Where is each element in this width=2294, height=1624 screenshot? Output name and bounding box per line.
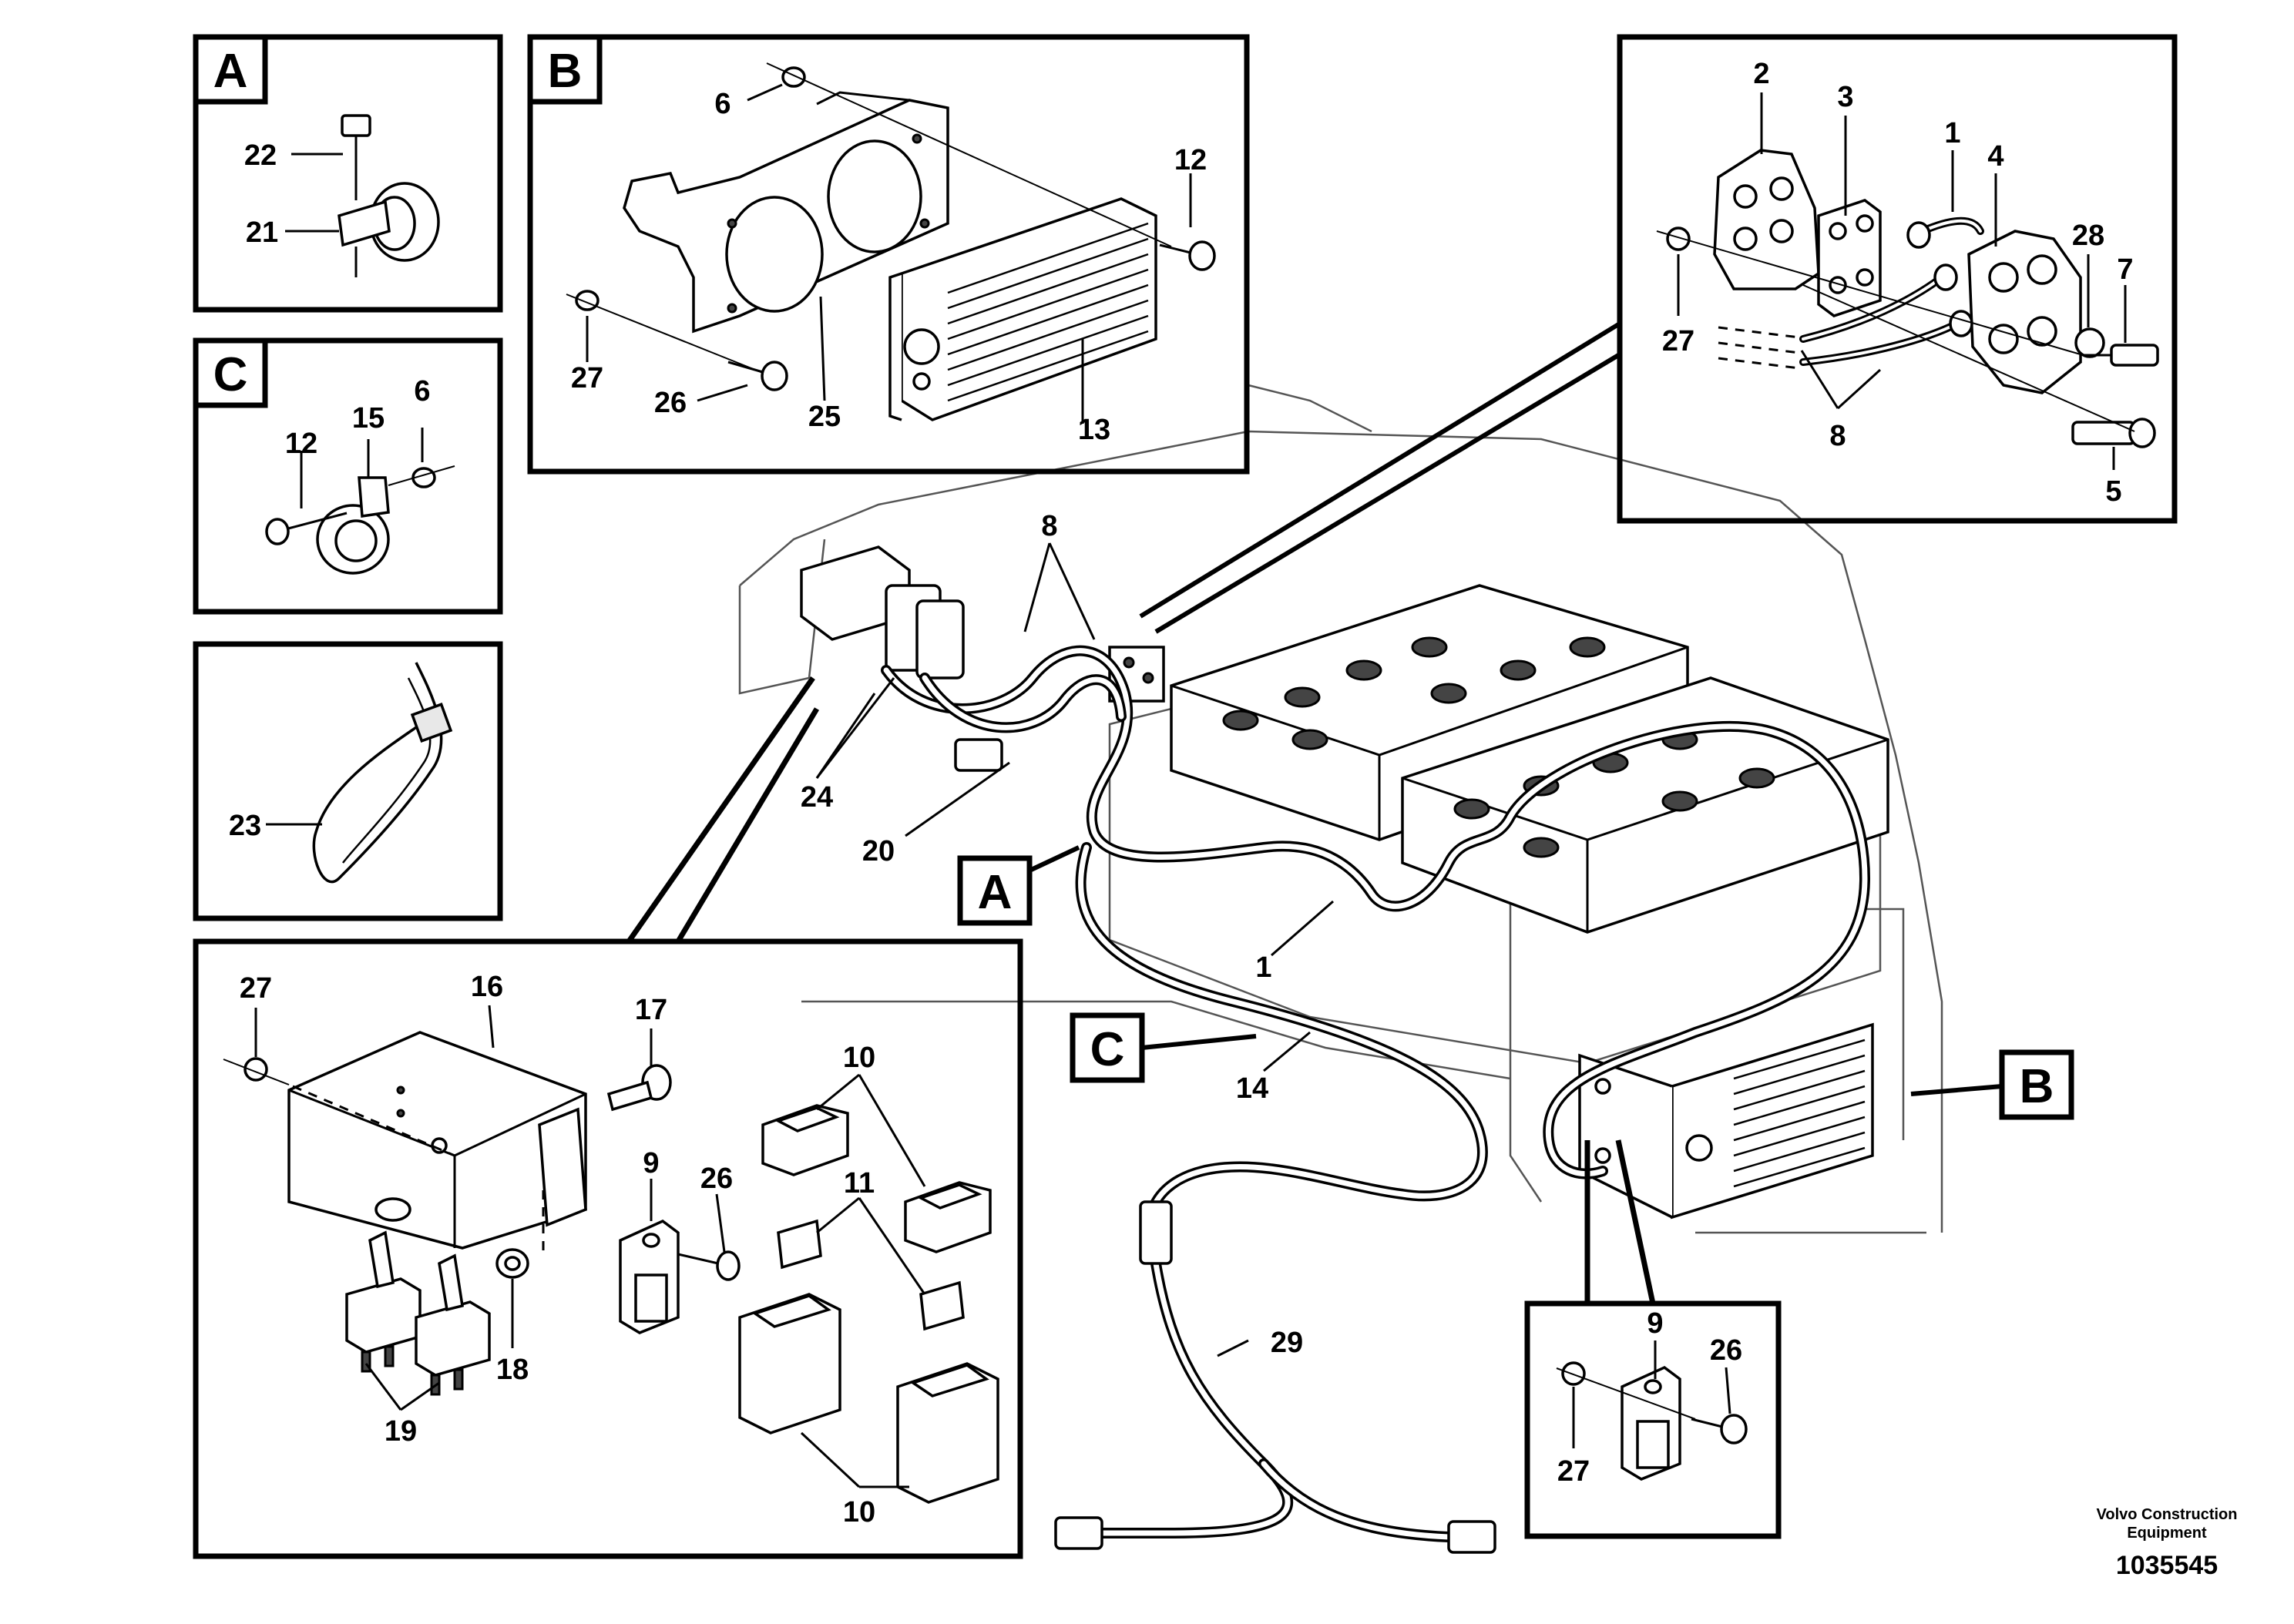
callout-15: 15 [352,402,385,435]
view-box-b [527,34,1250,475]
screw-12-b [1159,240,1216,271]
callout-9-panel: 9 [643,1147,659,1179]
cable-tie-23 [312,662,453,884]
callout-8-main: 8 [1041,510,1057,542]
view-label-b: B [548,45,583,98]
callout-25: 25 [808,401,841,433]
callout-10-top: 10 [843,1042,875,1074]
view-label-a: A [213,45,248,98]
block-4 [1967,230,2082,394]
clamp-15 [316,476,390,575]
machine-body [738,384,1943,1234]
housing-16 [287,1031,587,1256]
view-box-a [193,34,503,313]
callout-26-b: 26 [654,387,687,419]
plate-2 [1713,149,1820,290]
switches-19 [345,1230,491,1396]
washer-27-detail [1666,226,1691,251]
callout-27-detail: 27 [1662,325,1694,357]
callout-14: 14 [1236,1072,1268,1105]
view-box-cable-tie [193,641,503,921]
relays-10-top [761,1104,992,1253]
callout-7: 7 [2117,253,2133,286]
callout-2: 2 [1753,58,1769,90]
washer-27-b [566,290,764,374]
callout-21: 21 [246,216,278,249]
callout-26-panel: 26 [700,1163,733,1195]
plate-3 [1817,199,1882,317]
company-line-2: Equipment [2127,1525,2207,1542]
callout-1-main: 1 [1255,951,1271,984]
component-13 [888,197,1157,421]
callout-22: 22 [244,139,277,172]
screw-22 [341,114,371,277]
washer-27-clip [1556,1361,1696,1420]
cable-harness [881,645,1870,1542]
callout-12-b: 12 [1174,144,1207,176]
callout-5: 5 [2105,475,2121,508]
callout-8-detail: 8 [1829,420,1846,452]
view-label-b-main: B [2020,1060,2054,1113]
clip-9-panel [619,1219,680,1334]
callout-4: 4 [1987,140,2003,173]
callout-19: 19 [385,1415,417,1448]
callout-12-c: 12 [285,428,317,460]
callout-26-clip: 26 [1710,1334,1742,1367]
callout-1-detail: 1 [1944,117,1960,149]
view-box-c [193,337,503,615]
clamp-21 [338,182,440,262]
screw-12-c [265,512,348,545]
callout-3: 3 [1837,81,1853,113]
battery-right [1401,676,1889,934]
callout-20: 20 [862,835,895,867]
callout-10-bottom: 10 [843,1496,875,1528]
callout-27-clip: 27 [1557,1455,1590,1488]
view-tag-a-main [957,855,1033,926]
view-tag-a [193,34,268,105]
callout-28: 28 [2072,220,2104,252]
view-label-c-main: C [1090,1023,1125,1076]
screw-26-b [727,361,788,391]
company-line-1: Volvo Construction [2097,1506,2238,1523]
view-box-terminal [1617,34,2178,524]
screw-7 [2084,344,2159,367]
callout-9-clip: 9 [1647,1307,1663,1340]
washer-28 [2074,327,2105,358]
doc-number: 1035545 [2116,1551,2218,1580]
callout-27-b: 27 [571,362,603,394]
callout-23: 23 [229,810,261,842]
fuses-11 [777,1219,965,1331]
view-tag-b-main [1999,1049,2074,1120]
washer-6-b [766,62,1172,247]
callout-29: 29 [1271,1327,1303,1359]
callout-27-panel: 27 [240,972,272,1005]
screw-26-panel [677,1250,741,1281]
screw-26-clip [1691,1414,1748,1444]
relays-10-bottom [738,1293,999,1504]
callout-18: 18 [496,1354,529,1386]
callout-16: 16 [471,971,503,1003]
callout-6-b: 6 [714,88,731,120]
view-label-a-main: A [978,866,1013,919]
screw-5 [2071,418,2156,448]
callout-13-b: 13 [1078,414,1110,446]
callout-6-c: 6 [414,375,430,408]
callout-17: 17 [635,994,667,1026]
view-box-switch-panel [193,938,1023,1559]
nut-18 [495,1248,529,1279]
connector-29 [1054,1200,1496,1554]
bracket-25 [623,91,949,334]
washer-6-c [388,465,455,488]
view-label-c: C [213,348,248,401]
washer-27-panel [223,1057,290,1085]
view-tag-b [527,34,603,105]
clip-9-detail [1621,1365,1681,1481]
screw-17 [606,1064,672,1112]
view-tag-c [193,337,268,408]
component-13-main [1578,1022,1874,1220]
callout-11: 11 [844,1167,875,1200]
callout-24: 24 [801,781,833,814]
